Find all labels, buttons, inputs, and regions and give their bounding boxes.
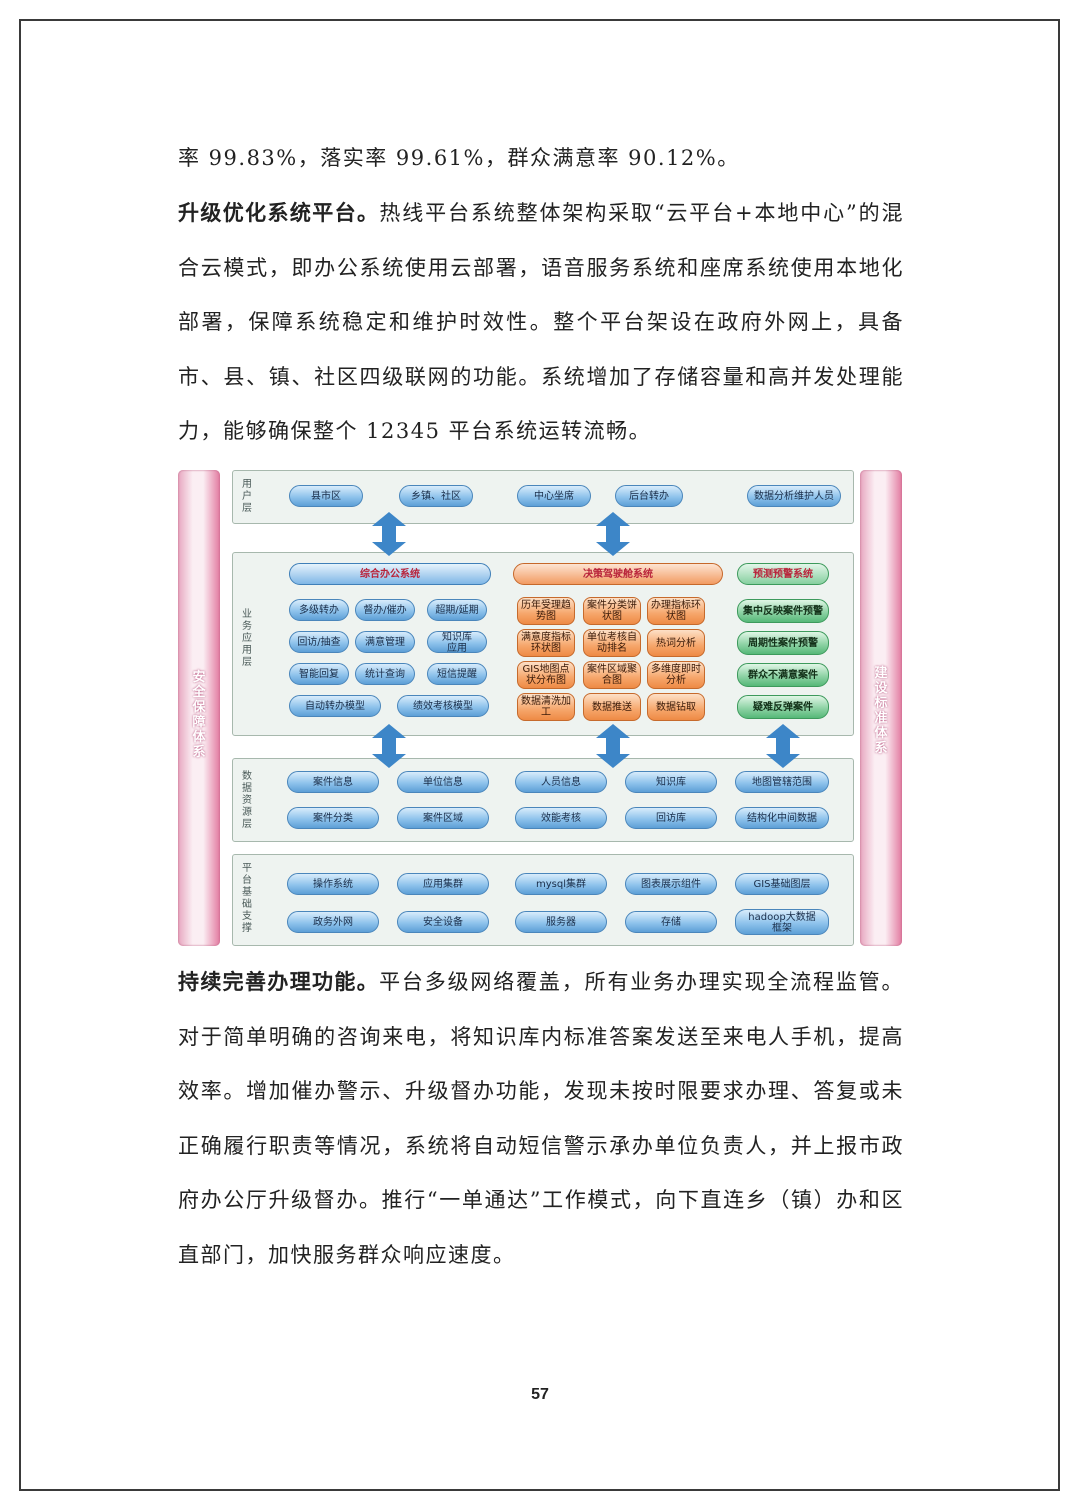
- system-architecture-diagram: 安全保障体系 建设标准体系 用户层 县市区 乡镇、社区 中心坐席 后台转办 数据…: [176, 468, 904, 950]
- platform-layer-label: 平台基础支撑: [242, 863, 252, 934]
- office-item: 智能回复: [289, 663, 349, 685]
- cockpit-item: 数据推送: [583, 693, 641, 721]
- standard-system-label: 建设标准体系: [874, 666, 888, 756]
- forecast-warning-banner: 预测预警系统: [737, 563, 829, 585]
- platform-item: 存储: [625, 911, 717, 933]
- office-item: 短信提醒: [427, 663, 487, 685]
- office-item: 自动转办模型: [289, 695, 381, 717]
- platform-item: 图表展示组件: [625, 873, 717, 895]
- platform-item: 安全设备: [397, 911, 489, 933]
- office-item: 统计查询: [355, 663, 415, 685]
- paragraph-3-heading: 持续完善办理功能。: [178, 970, 380, 994]
- decision-cockpit-banner: 决策驾驶舱系统: [513, 563, 723, 585]
- office-item: 多级转办: [289, 599, 349, 621]
- page-number: 57: [531, 1386, 549, 1403]
- office-system-banner: 综合办公系统: [289, 563, 491, 585]
- data-item: 单位信息: [397, 771, 489, 793]
- platform-item: hadoop大数据框架: [735, 909, 829, 935]
- user-item: 乡镇、社区: [399, 485, 473, 507]
- double-arrow-icon: [596, 512, 630, 556]
- data-layer-label: 数据资源层: [242, 771, 252, 830]
- user-item: 县市区: [289, 485, 363, 507]
- double-arrow-icon: [372, 512, 406, 556]
- warning-item: 周期性案件预警: [737, 631, 829, 655]
- platform-support-layer: 平台基础支撑 操作系统 应用集群 mysql集群 图表展示组件 GIS基础图层 …: [232, 854, 854, 946]
- platform-item: 服务器: [515, 911, 607, 933]
- platform-item: mysql集群: [515, 873, 607, 895]
- standard-system-sidebar: 建设标准体系: [860, 470, 902, 946]
- user-item: 数据分析维护人员: [747, 485, 841, 507]
- cockpit-item: 热词分析: [647, 629, 705, 657]
- cockpit-item: 历年受理趋势图: [517, 597, 575, 625]
- security-system-label: 安全保障体系: [192, 670, 206, 760]
- warning-item: 群众不满意案件: [737, 663, 829, 687]
- data-item: 案件区域: [397, 807, 489, 829]
- cockpit-item: GIS地图点状分布图: [517, 661, 575, 689]
- cockpit-item: 案件区域聚合图: [583, 661, 641, 689]
- office-item: 督办/催办: [355, 599, 415, 621]
- paragraph-3: 持续完善办理功能。平台多级网络覆盖，所有业务办理实现全流程监管。对于简单明确的咨…: [178, 970, 905, 1267]
- platform-item: 操作系统: [287, 873, 379, 895]
- user-item: 后台转办: [615, 485, 683, 507]
- cockpit-item: 数据钻取: [647, 693, 705, 721]
- cockpit-item: 办理指标环状图: [647, 597, 705, 625]
- paragraph-2-heading: 升级优化系统平台。: [178, 201, 380, 225]
- cockpit-item: 数据清洗加工: [517, 693, 575, 721]
- platform-item: GIS基础图层: [735, 873, 829, 895]
- double-arrow-icon: [766, 724, 800, 768]
- cockpit-item: 满意度指标环状图: [517, 629, 575, 657]
- warning-item: 疑难反弹案件: [737, 695, 829, 719]
- warning-item: 集中反映案件预警: [737, 599, 829, 623]
- office-item: 知识库应用: [427, 631, 487, 653]
- data-item: 地图管辖范围: [735, 771, 829, 793]
- cockpit-item: 单位考核自动排名: [583, 629, 641, 657]
- data-item: 案件信息: [287, 771, 379, 793]
- page-frame: [19, 19, 1060, 1491]
- office-item: 回访/抽查: [289, 631, 349, 653]
- user-layer-label: 用户层: [242, 479, 252, 514]
- data-item: 知识库: [625, 771, 717, 793]
- paragraph-2: 升级优化系统平台。热线平台系统整体架构采取“云平台+本地中心”的混合云模式，即办…: [178, 201, 904, 443]
- office-item: 满意管理: [355, 631, 415, 653]
- user-layer: 用户层 县市区 乡镇、社区 中心坐席 后台转办 数据分析维护人员: [232, 470, 854, 524]
- data-resource-layer: 数据资源层 案件信息 单位信息 人员信息 知识库 地图管辖范围 案件分类 案件区…: [232, 758, 854, 842]
- data-item: 结构化中间数据: [735, 807, 829, 829]
- platform-item: 应用集群: [397, 873, 489, 895]
- security-system-sidebar: 安全保障体系: [178, 470, 220, 946]
- data-item: 回访库: [625, 807, 717, 829]
- office-item: 超期/延期: [427, 599, 487, 621]
- data-item: 案件分类: [287, 807, 379, 829]
- double-arrow-icon: [372, 724, 406, 768]
- cockpit-item: 多维度即时分析: [647, 661, 705, 689]
- cockpit-item: 案件分类饼状图: [583, 597, 641, 625]
- data-item: 效能考核: [515, 807, 607, 829]
- business-layer: 业务应用层 综合办公系统 决策驾驶舱系统 预测预警系统 多级转办 督办/催办 超…: [232, 552, 854, 736]
- platform-item: 政务外网: [287, 911, 379, 933]
- business-layer-label: 业务应用层: [242, 609, 252, 668]
- double-arrow-icon: [596, 724, 630, 768]
- paragraph-1: 率 99.83%，落实率 99.61%，群众满意率 90.12%。: [178, 146, 740, 170]
- data-item: 人员信息: [515, 771, 607, 793]
- user-item: 中心坐席: [517, 485, 591, 507]
- office-item: 绩效考核模型: [397, 695, 489, 717]
